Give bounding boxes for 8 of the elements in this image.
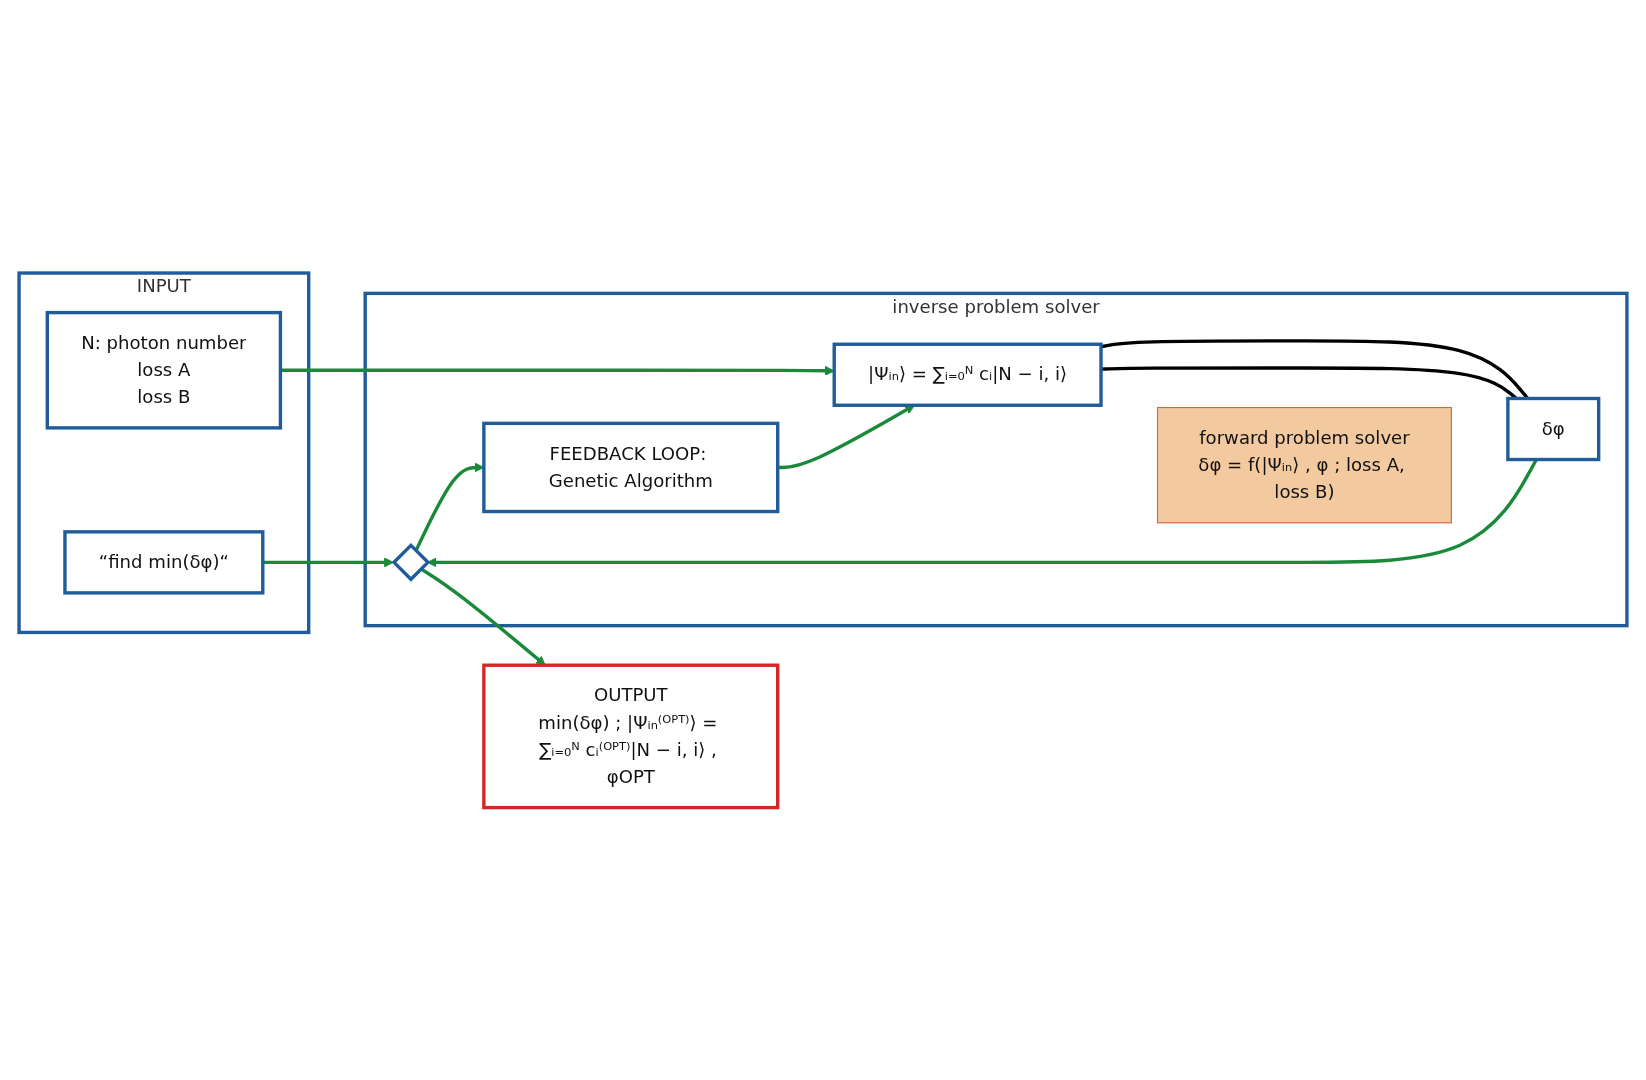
node-diamond <box>391 542 431 582</box>
node-box: FEEDBACK LOOP: Genetic Algorithm <box>482 421 780 513</box>
node-box: N: photon number loss A loss B <box>45 310 283 430</box>
node-box: OUTPUT min(δφ) ; |Ψᵢₙ⁽ᴼᴾᵀ⁾⟩ = ∑ᵢ₌₀ᴺ cᵢ⁽ᴼᴾᵀ⁾|N − i, i⟩ , φOPT <box>482 663 780 809</box>
node-box: δφ <box>1506 396 1601 461</box>
node-box: |Ψᵢₙ⟩ = ∑ᵢ₌₀ᴺ cᵢ|N − i, i⟩ <box>832 342 1103 407</box>
node-box: forward problem solver δφ = f(|Ψᵢₙ⟩ , φ ; loss A, loss B) <box>1156 406 1452 524</box>
node-box: “find min(δφ)“ <box>63 529 265 595</box>
